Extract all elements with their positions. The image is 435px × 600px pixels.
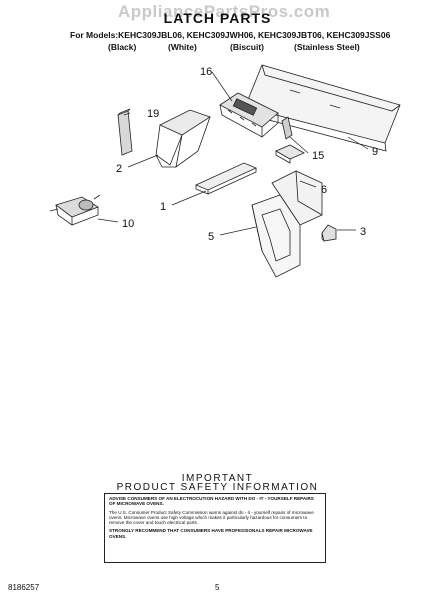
- callout-9: 9: [372, 146, 378, 158]
- part-15-lever-drawing: [275, 116, 305, 164]
- page-title: LATCH PARTS: [163, 10, 272, 26]
- safety-paragraph-cpsc: The U.S. Consumer Product Safety Commiss…: [109, 509, 314, 526]
- part-19-slider-drawing: [117, 108, 133, 156]
- watermark-text: AppliancePartsPros.com: [118, 2, 331, 21]
- callout-3: 3: [360, 226, 366, 238]
- callout-16: 16: [200, 66, 212, 78]
- variant-stainless: (Stainless Steel): [294, 42, 360, 52]
- callout-2: 2: [116, 163, 122, 175]
- callout-19: 19: [147, 108, 159, 120]
- part-5-mounting-bracket-drawing: [251, 194, 301, 278]
- callout-5: 5: [208, 231, 214, 243]
- part-3-clip-drawing: [321, 224, 337, 242]
- part-2-latch-housing-drawing: [155, 109, 211, 168]
- safety-paragraph-recommend: STRONGLY RECOMMEND THAT CONSUMERS HAVE P…: [109, 528, 313, 539]
- safety-heading-product: PRODUCT SAFETY INFORMATION: [116, 482, 319, 493]
- safety-heading-important: IMPORTANT: [181, 473, 254, 484]
- part-1-latch-bar-drawing: [195, 162, 257, 195]
- variant-white: (White): [168, 42, 197, 52]
- callout-15: 15: [312, 150, 324, 162]
- safety-paragraph-hazard: ADVISE CONSUMERS OF AN ELECTROCUTION HAZ…: [109, 496, 314, 507]
- callout-1: 1: [160, 201, 166, 213]
- part-10-solenoid-drawing: [49, 194, 101, 226]
- color-variants: (Black) (White) (Biscuit) (Stainless Ste…: [108, 42, 360, 52]
- part-9-bracket-drawing: [244, 64, 401, 152]
- safety-heading: IMPORTANT PRODUCT SAFETY INFORMATION: [0, 473, 435, 493]
- page-number: 5: [215, 583, 220, 592]
- callout-10: 10: [122, 218, 134, 230]
- callout-6: 6: [321, 184, 327, 196]
- part-16-switch-drawing: [219, 92, 279, 138]
- document-number: 8186257: [8, 583, 40, 592]
- variant-black: (Black): [108, 42, 137, 52]
- exploded-parts-diagram: 16 19 2 15 9 6 1 10 5 3: [49, 64, 401, 278]
- models-line: For Models:KEHC309JBL06, KEHC309JWH06, K…: [70, 30, 391, 40]
- safety-notice-box: ADVISE CONSUMERS OF AN ELECTROCUTION HAZ…: [104, 493, 326, 563]
- variant-biscuit: (Biscuit): [230, 42, 264, 52]
